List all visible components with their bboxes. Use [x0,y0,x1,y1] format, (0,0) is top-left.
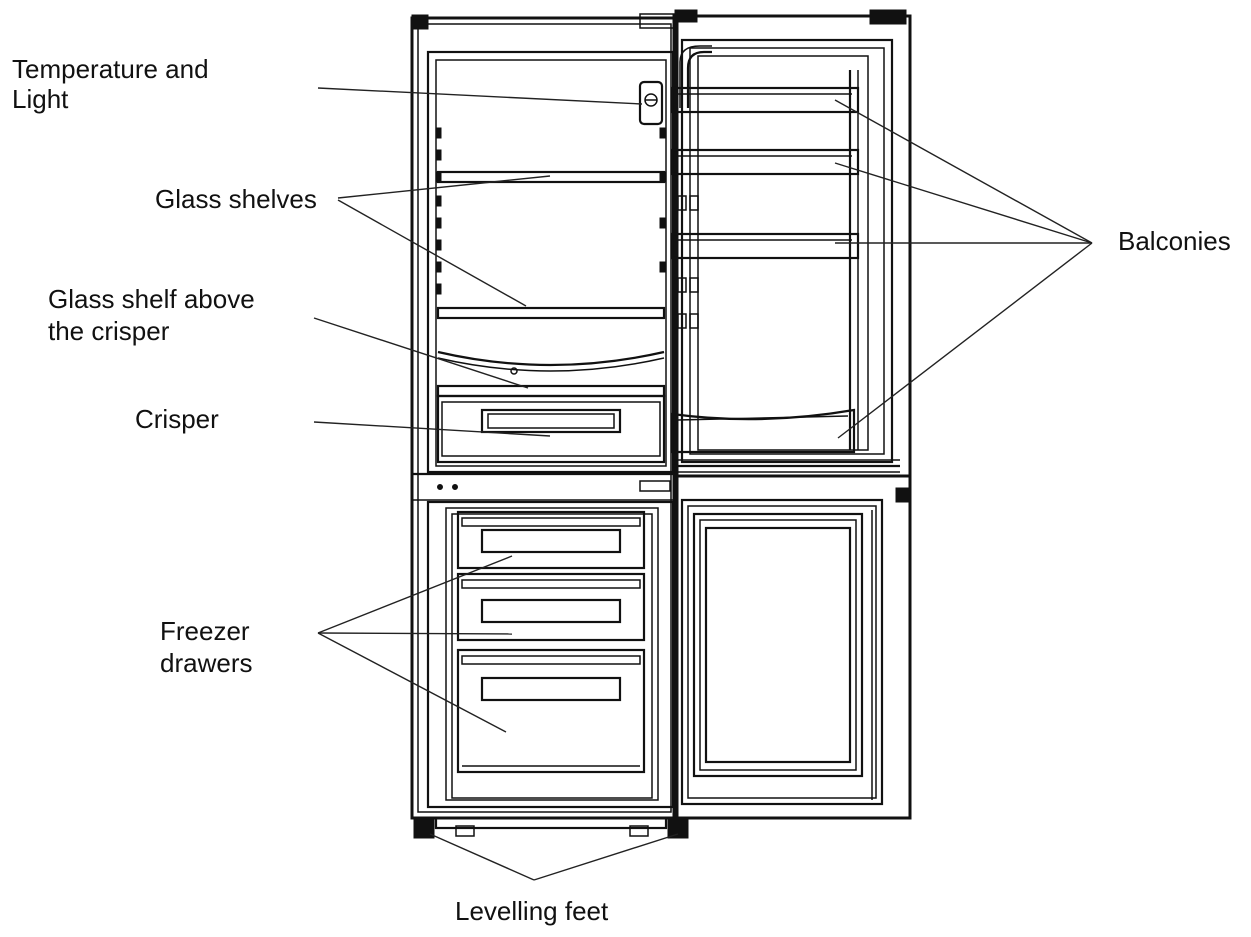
leader-foot-right [534,834,678,880]
label-temperature-light-line2: Light [12,84,68,115]
label-crisper: Crisper [135,404,219,435]
label-freezer-drawers-line2: drawers [160,648,252,679]
leader-glass-shelf-crisper [314,318,528,388]
leader-balcony-2 [835,163,1092,243]
levelling-feet [414,818,688,838]
leader-freezer-drawer-middle [318,633,512,634]
label-freezer-drawers-line1: Freezer [160,616,250,647]
freezer-door [674,476,910,818]
label-glass-shelf-crisper-line1: Glass shelf above [48,284,255,315]
label-glass-shelves: Glass shelves [155,184,317,215]
crisper-glass-shelf [438,352,664,396]
leader-foot-left [430,834,534,880]
label-glass-shelf-crisper-line2: the crisper [48,316,169,347]
label-balconies: Balconies [1118,226,1231,257]
leader-crisper [314,422,550,436]
thermostat-light-unit [640,82,662,124]
label-temperature-light-line1: Temperature and [12,54,209,85]
glass-shelves [438,172,664,318]
freezer-compartment [428,502,673,807]
leader-glass-shelf-lower [338,200,526,306]
leader-glass-shelf-upper [338,176,550,198]
door-balconies [672,88,858,452]
leader-balcony-1 [835,100,1092,243]
leader-balcony-4 [838,243,1092,438]
label-levelling-feet: Levelling feet [455,896,608,927]
crisper-drawer [438,396,664,462]
leader-temperature-light [318,88,642,104]
leader-lines [314,88,1092,880]
freezer-drawers [458,512,644,772]
shelf-rail-pegs [436,128,665,294]
